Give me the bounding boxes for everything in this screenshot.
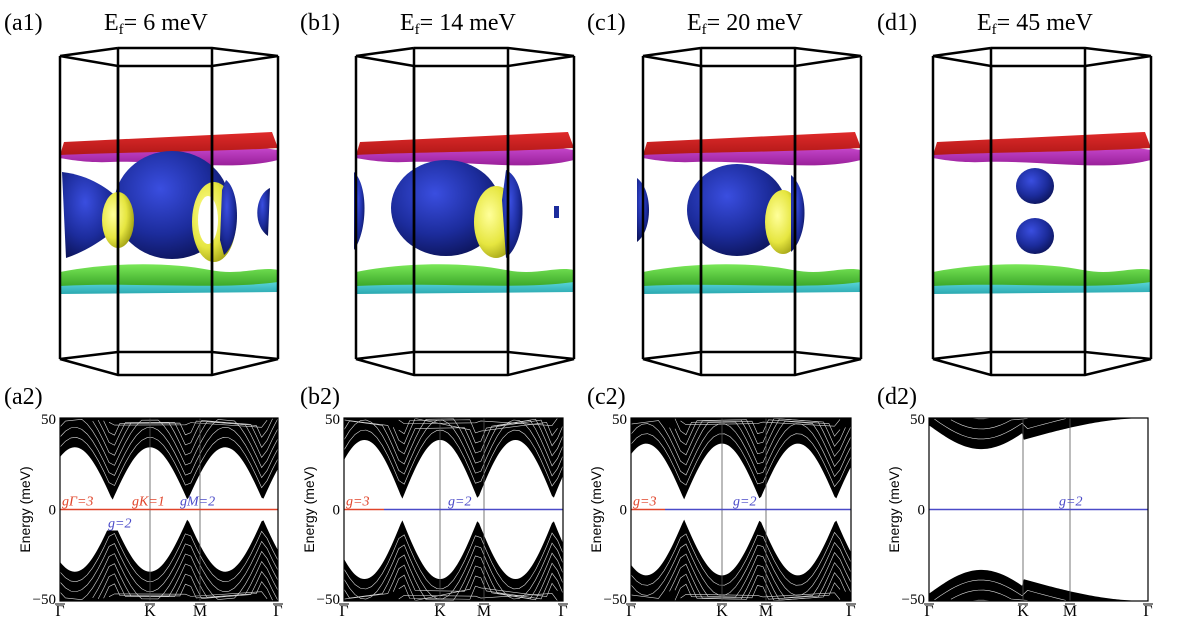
k-point-label: Γ [626,603,635,620]
fs-panel-1: (b1) Ef= 14 meV [300,10,576,377]
degeneracy-annotation: gΓ=3 [62,495,93,510]
green-fermi-sheet [933,264,1151,286]
panel-label: (b1) [300,10,340,36]
k-point-label: M [193,603,207,620]
k-point-label: K [434,603,446,620]
k-point-label: Γ [846,603,855,620]
degeneracy-annotation: g=2 [1059,495,1082,510]
y-tick-label: 50 [612,412,627,428]
fermi-level-title: Ef= 6 meV [104,10,209,38]
plot-frame [928,417,1149,602]
fermi-level-title: Ef= 45 meV [977,10,1094,38]
blue-pocket [554,206,559,218]
plot-frame [630,417,852,602]
blue-pocket [687,164,787,256]
brillouin-zone-wireframe [354,46,576,377]
y-axis-label: Energy (meV) [301,466,317,552]
degeneracy-annotation: gK=1 [132,495,165,510]
panel-label: (a1) [4,10,43,36]
k-point-label: Γ [558,603,567,620]
y-axis-label: Energy (meV) [588,466,604,552]
y-tick-label: 0 [918,503,926,519]
k-point-label: Γ [339,603,348,620]
k-point-label: M [477,603,491,620]
k-point-label: K [716,603,728,620]
y-tick-label: 0 [49,503,57,519]
k-point-label: K [144,603,156,620]
fermi-level-title: Ef= 14 meV [400,10,517,38]
brillouin-zone-wireframe [641,46,863,377]
y-tick-label: −50 [33,592,56,608]
k-point-label: K [1017,603,1029,620]
k-point-label: Γ [273,603,282,620]
y-tick-label: 50 [41,412,56,428]
blue-pocket [791,175,805,252]
panel-label: (c1) [587,10,626,36]
k-point-label: M [759,603,773,620]
panel-label: (a2) [4,384,43,410]
plot-frame [59,417,279,602]
degeneracy-annotation: g=2 [448,495,471,510]
blue-pocket [257,188,270,236]
y-tick-label: 0 [333,503,341,519]
band-lines [343,418,564,601]
green-fermi-sheet [356,264,574,286]
panel-label: (d2) [877,384,917,410]
k-point-label: Γ [924,603,933,620]
blue-pocket [1016,168,1054,204]
fs-panel-3: (d1) Ef= 45 meV [877,10,1153,377]
y-tick-label: −50 [317,592,340,608]
red-fermi-sheet [60,132,278,155]
degeneracy-annotation: g=2 [733,495,756,510]
annotation-bg [105,514,141,531]
y-tick-label: 50 [325,412,340,428]
blue-pocket [1016,218,1054,254]
y-tick-label: 0 [620,503,628,519]
y-axis-label: Energy (meV) [17,466,33,552]
band-panel-3: (d2) 50 0 −50 Energy (meV) Γ K M Γg=2 [877,384,1153,620]
band-panel-1: (b2) 50 0 −50 Energy (meV) Γ K M Γg=3 g=2 [300,384,568,620]
green-fermi-sheet [60,264,278,286]
brillouin-zone-wireframe [58,46,280,377]
degeneracy-annotation: g=2 [108,517,131,532]
brillouin-zone-wireframe [931,46,1153,377]
green-fermi-sheet [643,264,861,286]
k-point-label: Γ [55,603,64,620]
y-tick-label: −50 [604,592,627,608]
blue-pocket [220,180,237,255]
band-panel-0: (a2) 50 0 −50 Energy (meV) Γ K M ΓgΓ=3 gK=1 gM=2 g=… [4,384,283,620]
degeneracy-annotation: gM=2 [180,495,215,510]
degeneracy-annotation: g=3 [346,495,369,510]
y-tick-label: −50 [902,592,925,608]
panel-label: (b2) [300,384,340,410]
y-axis-label: Energy (meV) [886,466,902,552]
yellow-pocket-hole [198,196,218,244]
band-lines [59,418,279,601]
panel-label: (c2) [587,384,626,410]
fs-panel-2: (c1) Ef= 20 meV [587,10,863,377]
red-fermi-sheet [356,132,574,155]
k-point-label: M [1063,603,1077,620]
panel-label: (d1) [877,10,917,36]
band-panel-2: (c2) 50 0 −50 Energy (meV) Γ K M Γg=3 g=2 [587,384,856,620]
degeneracy-annotation: g=3 [633,495,656,510]
plot-frame [343,417,564,602]
blue-pocket [391,160,501,256]
red-fermi-sheet [643,132,861,155]
fs-panel-0: (a1) Ef= 6 meV [4,10,280,377]
fermi-level-title: Ef= 20 meV [687,10,804,38]
y-tick-label: 50 [910,412,925,428]
k-point-label: Γ [1143,603,1152,620]
red-fermi-sheet [933,132,1151,155]
band-lines [630,418,852,601]
